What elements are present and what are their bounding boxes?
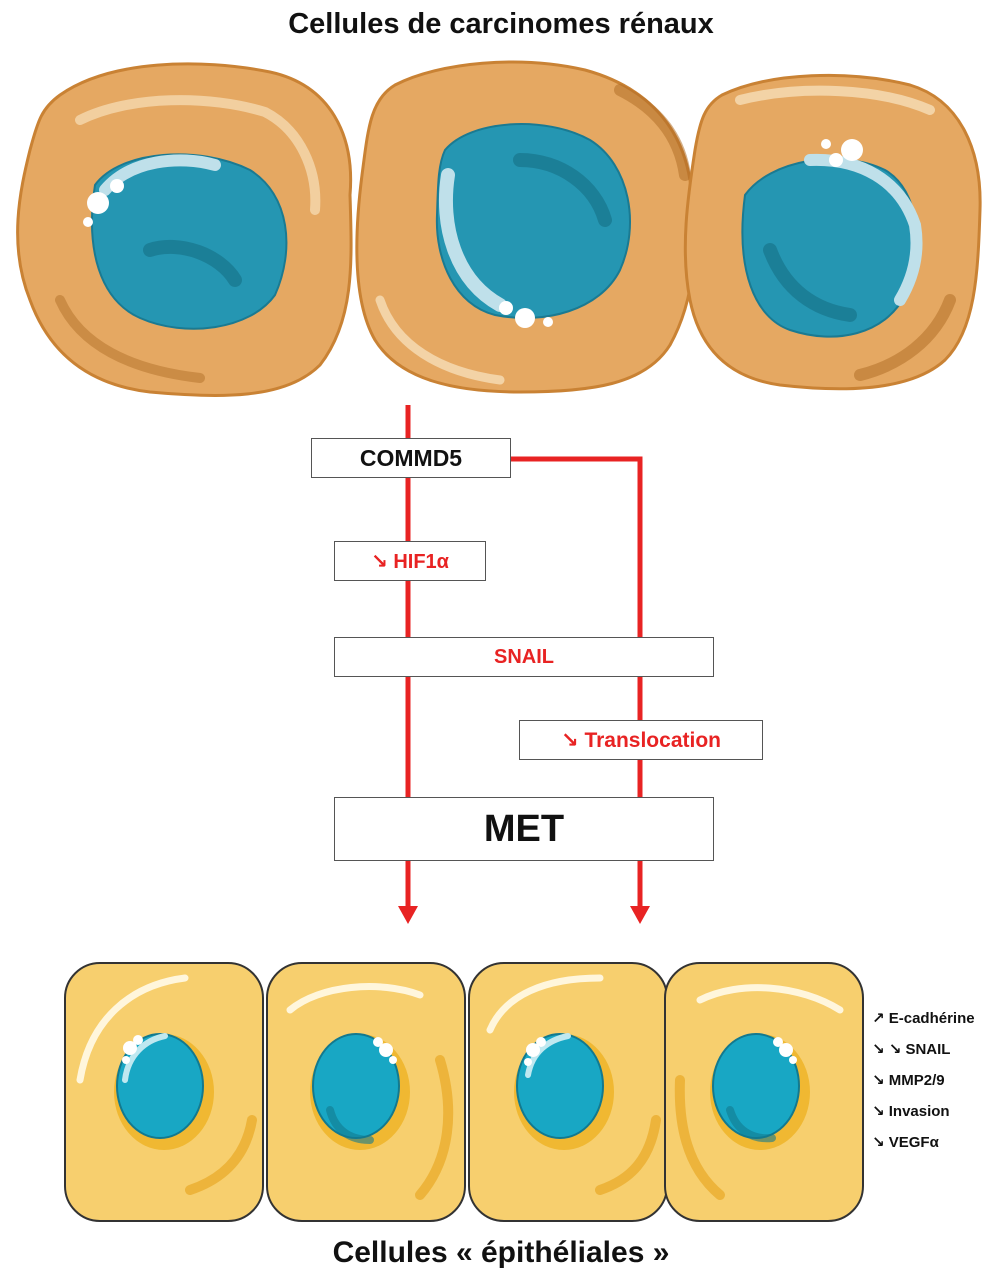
- title-epithelial-cells: Cellules « épithéliales »: [0, 1236, 1002, 1270]
- effect-e-cadherin: ↗ E-cadhérine: [872, 1003, 975, 1034]
- epithelial-cell-icon: [665, 963, 863, 1221]
- effect-snail: ↘ ↘ SNAIL: [872, 1034, 975, 1065]
- effects-list: ↗ E-cadhérine ↘ ↘ SNAIL ↘ MMP2/9 ↘ Invas…: [872, 1003, 975, 1158]
- effect-invasion: ↘ Invasion: [872, 1096, 975, 1127]
- epithelial-cell-icon: [267, 963, 465, 1221]
- effect-mmp: ↘ MMP2/9: [872, 1065, 975, 1096]
- epithelial-cell-icon: [469, 963, 667, 1221]
- epithelial-cell-icon: [65, 963, 263, 1221]
- effect-vegf: ↘ VEGFα: [872, 1127, 975, 1158]
